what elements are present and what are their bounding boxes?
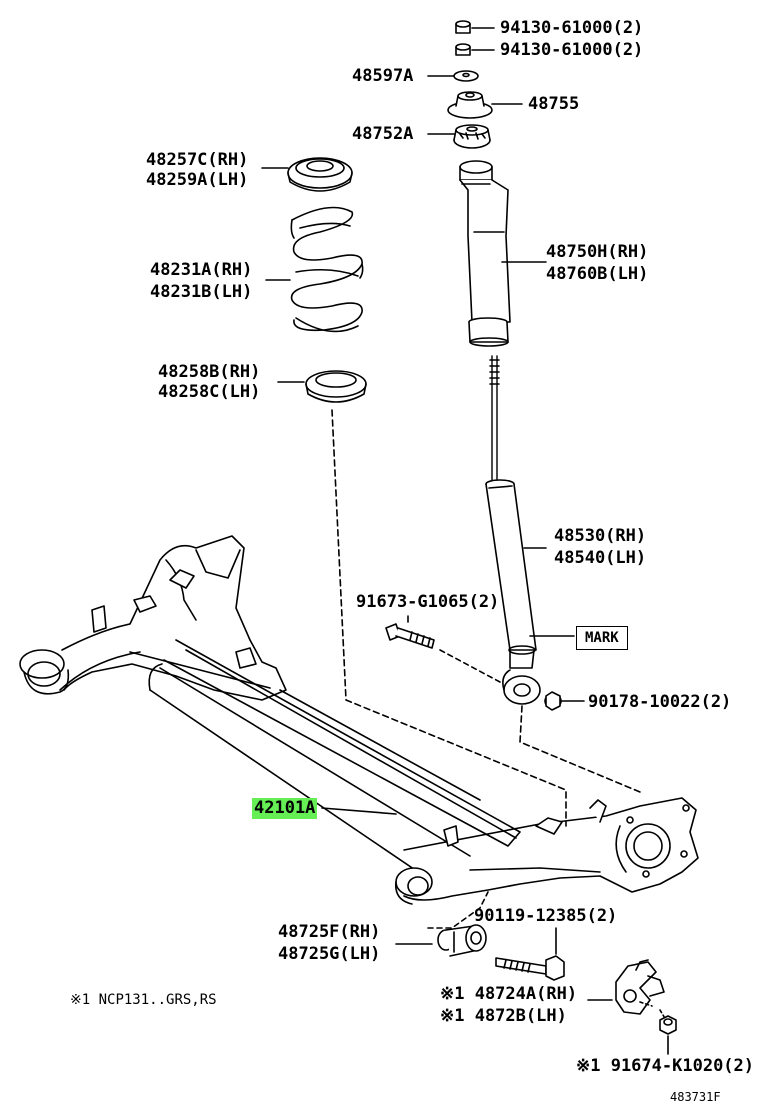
label-bolt-91674: ※1 91674-K1020(2) bbox=[576, 1056, 755, 1076]
label-bumper-rh: 48750H(RH) bbox=[546, 242, 649, 262]
label-seat-upper-lh: 48259A(LH) bbox=[146, 170, 249, 190]
bump-bellows-icon bbox=[459, 160, 511, 347]
support-48755-icon bbox=[447, 91, 493, 119]
nut-lower-icon bbox=[455, 43, 471, 56]
label-beam-42101a: 42101A bbox=[252, 798, 318, 819]
label-nut-upper: 94130-61000(2) bbox=[500, 18, 644, 38]
label-nut-lower: 94130-61000(2) bbox=[500, 40, 644, 60]
label-bushing-lh: 48725G(LH) bbox=[278, 944, 381, 964]
label-48597a: 48597A bbox=[352, 66, 414, 86]
label-absorber-lh: 48540(LH) bbox=[554, 548, 647, 568]
label-48755: 48755 bbox=[528, 94, 580, 114]
shock-absorber-icon bbox=[485, 355, 541, 705]
nut-90178-icon bbox=[544, 691, 562, 711]
label-seat-lower-rh: 48258B(RH) bbox=[158, 362, 261, 382]
label-bracket-rh: ※1 48724A(RH) bbox=[440, 984, 578, 1004]
label-bolt-90119: 90119-12385(2) bbox=[474, 906, 618, 926]
bracket-48724a-icon bbox=[615, 959, 665, 1015]
label-bushing-rh: 48725F(RH) bbox=[278, 922, 381, 942]
label-seat-upper-rh: 48257C(RH) bbox=[146, 150, 249, 170]
label-bolt-91673: 91673-G1065(2) bbox=[356, 592, 500, 612]
bushing-48725f-icon bbox=[437, 924, 487, 957]
axle-beam-icon bbox=[19, 535, 699, 905]
label-bracket-lh: ※1 4872B(LH) bbox=[440, 1006, 567, 1026]
bolt-91673-icon bbox=[385, 623, 435, 649]
mark-box: MARK bbox=[576, 626, 628, 650]
drawing-id: 483731F bbox=[670, 1090, 721, 1104]
washer-48597a-icon bbox=[453, 70, 479, 82]
label-nut-90178: 90178-10022(2) bbox=[588, 692, 732, 712]
nut-upper-icon bbox=[455, 20, 471, 34]
lower-spring-seat-icon bbox=[305, 370, 367, 403]
label-spring-lh: 48231B(LH) bbox=[150, 282, 253, 302]
footnote: ※1 NCP131..GRS,RS bbox=[70, 992, 217, 1008]
upper-spring-seat-icon bbox=[287, 157, 353, 192]
coil-spring-icon bbox=[290, 206, 364, 333]
label-spring-rh: 48231A(RH) bbox=[150, 260, 253, 280]
cushion-48752a-icon bbox=[453, 124, 491, 149]
label-seat-lower-lh: 48258C(LH) bbox=[158, 382, 261, 402]
label-bumper-lh: 48760B(LH) bbox=[546, 264, 649, 284]
bolt-91674-icon bbox=[659, 1015, 677, 1035]
label-absorber-rh: 48530(RH) bbox=[554, 526, 647, 546]
label-48752a: 48752A bbox=[352, 124, 414, 144]
bolt-90119-icon bbox=[495, 955, 565, 981]
